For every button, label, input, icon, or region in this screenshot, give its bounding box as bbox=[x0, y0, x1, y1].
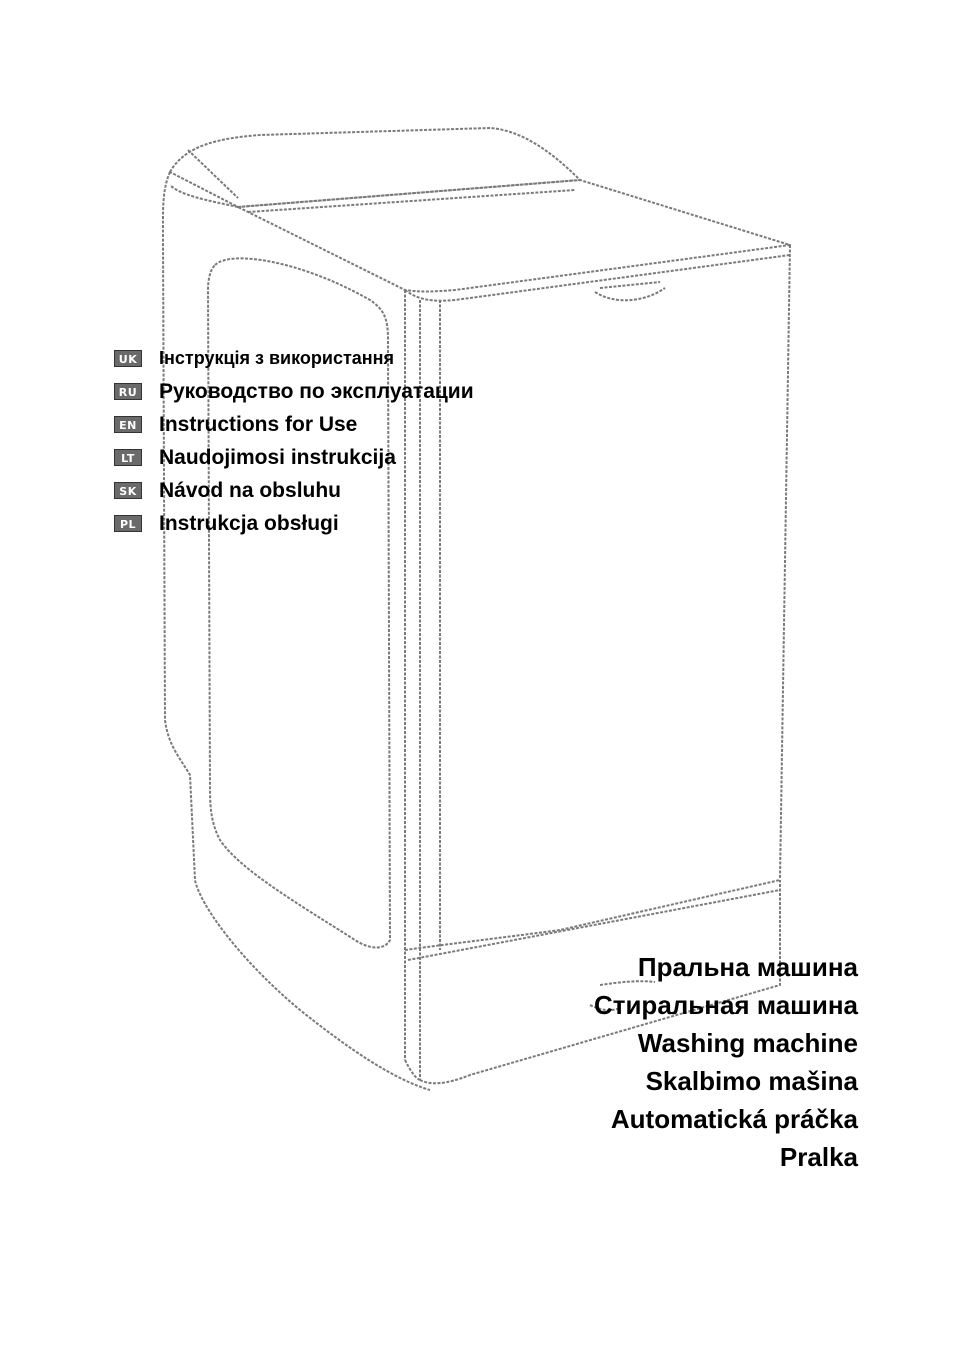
language-code-badge: UK bbox=[114, 350, 142, 367]
language-code-badge: EN bbox=[114, 416, 142, 433]
product-name: Skalbimo mašina bbox=[594, 1062, 858, 1100]
language-list: UK Інструкція з використання RU Руководс… bbox=[114, 342, 474, 540]
language-code-badge: RU bbox=[114, 383, 142, 400]
product-name: Washing machine bbox=[594, 1024, 858, 1062]
instruction-title: Інструкція з використання bbox=[159, 348, 394, 369]
product-name: Pralka bbox=[594, 1138, 858, 1176]
language-item-lt: LT Naudojimosi instrukcija bbox=[114, 441, 474, 474]
product-name-list: Пральна машина Стиральная машина Washing… bbox=[594, 948, 858, 1176]
product-name: Стиральная машина bbox=[594, 986, 858, 1024]
instruction-title: Návod na obsluhu bbox=[159, 479, 341, 503]
language-code-badge: PL bbox=[114, 515, 142, 532]
instruction-title: Руководство по эксплуатации bbox=[159, 380, 474, 404]
instruction-title: Instrukcja obsługi bbox=[159, 512, 339, 536]
language-item-uk: UK Інструкція з використання bbox=[114, 342, 474, 375]
language-code-badge: LT bbox=[114, 449, 142, 466]
product-name: Automatická práčka bbox=[594, 1100, 858, 1138]
product-name: Пральна машина bbox=[594, 948, 858, 986]
language-code-badge: SK bbox=[114, 482, 142, 499]
instruction-title: Instructions for Use bbox=[159, 413, 357, 437]
language-item-ru: RU Руководство по эксплуатации bbox=[114, 375, 474, 408]
language-item-pl: PL Instrukcja obsługi bbox=[114, 507, 474, 540]
language-item-sk: SK Návod na obsluhu bbox=[114, 474, 474, 507]
language-item-en: EN Instructions for Use bbox=[114, 408, 474, 441]
instruction-title: Naudojimosi instrukcija bbox=[159, 446, 396, 470]
